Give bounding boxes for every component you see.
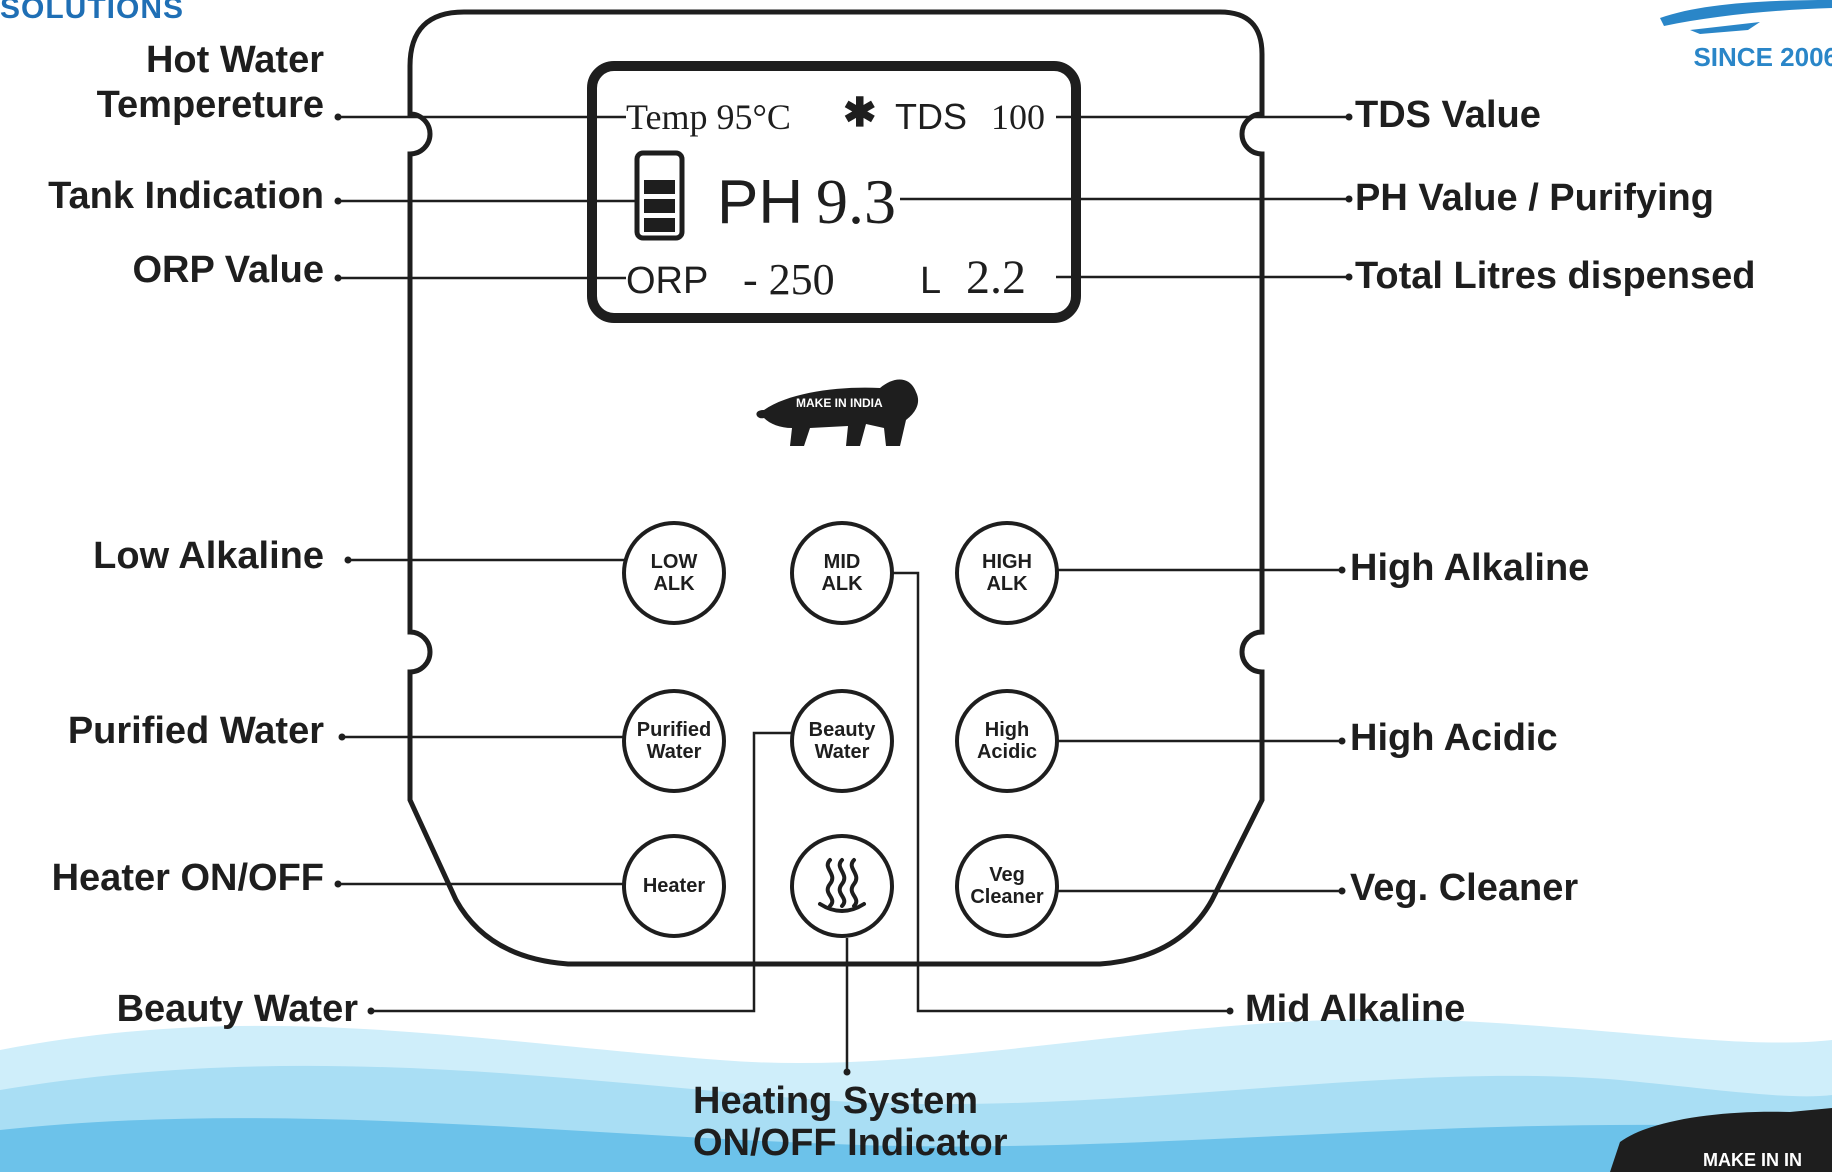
callout-ph-value: PH Value / Purifying [1355, 177, 1714, 219]
mid-alk-button-label: MID ALK [821, 551, 863, 595]
brand-swoosh-logo [1660, 0, 1832, 34]
lcd-tds-value: 100 [991, 97, 1045, 137]
callout-mid-alkaline: Mid Alkaline [1245, 988, 1466, 1030]
beauty-water-button-label: Beauty Water [808, 719, 876, 763]
lcd-temperature-readout: Temp 95°C [626, 97, 791, 137]
callout-tank-indication: Tank Indication [48, 175, 324, 217]
heater-button-label: Heater [642, 875, 706, 897]
callout-high-alkaline: High Alkaline [1350, 547, 1590, 589]
veg-cleaner-button-label: Veg Cleaner [970, 864, 1044, 908]
callout-purified-water: Purified Water [67, 710, 324, 752]
callout-orp-value: ORP Value [132, 249, 324, 291]
make-in-india-text: MAKE IN INDIA [796, 396, 883, 410]
beauty-water-button[interactable]: Beauty Water [790, 689, 894, 793]
lcd-litres-value: 2.2 [966, 251, 1026, 304]
lcd-ph-value: 9.3 [816, 166, 896, 237]
purified-water-button-label: Purified Water [636, 719, 712, 763]
background-waves [0, 1018, 1832, 1172]
lcd-orp-label: ORP [626, 260, 709, 302]
leader-dots [334, 113, 1353, 1076]
device-body-outline [407, 9, 1265, 967]
callout-veg-cleaner: Veg. Cleaner [1350, 867, 1579, 909]
heating-indicator-button[interactable] [790, 834, 894, 938]
callout-heater-on-off: Heater ON/OFF [51, 857, 324, 899]
tank-indicator-icon [634, 150, 685, 241]
callout-hot-water-temperature: Hot Water Tempereture [96, 39, 324, 126]
make-in-india-lion-logo [756, 379, 919, 446]
callout-heating-system: Heating System ON/OFF Indicator [693, 1080, 1008, 1164]
lcd-tds-label: TDS [895, 96, 967, 137]
low-alk-button-label: LOW ALK [650, 551, 698, 595]
low-alk-button[interactable]: LOW ALK [622, 521, 726, 625]
lcd-orp-value: - 250 [743, 255, 835, 304]
mid-alk-button[interactable]: MID ALK [790, 521, 894, 625]
heating-waves-icon [818, 858, 866, 913]
high-acidic-button-label: High Acidic [976, 719, 1038, 763]
purified-water-button[interactable]: Purified Water [622, 689, 726, 793]
high-acidic-button[interactable]: High Acidic [955, 689, 1059, 793]
callout-high-acidic: High Acidic [1350, 717, 1558, 759]
callout-low-alkaline: Low Alkaline [93, 535, 324, 577]
callout-tds-value: TDS Value [1355, 94, 1541, 136]
veg-cleaner-button[interactable]: Veg Cleaner [955, 834, 1059, 938]
brand-solutions-text: SOLUTIONS [0, 0, 185, 25]
corner-make-in-india-text: MAKE IN IN [1703, 1150, 1802, 1170]
callout-beauty-water: Beauty Water [116, 988, 358, 1030]
lcd-ph-label: PH [717, 168, 804, 237]
bluetooth-icon: ✱ [843, 91, 877, 135]
lcd-screen-frame [587, 61, 1081, 323]
callout-total-litres: Total Litres dispensed [1355, 255, 1756, 297]
corner-lion-logo [1610, 1108, 1832, 1172]
heater-button[interactable]: Heater [622, 834, 726, 938]
brand-since-text: SINCE 2006 [1693, 42, 1832, 72]
high-alk-button[interactable]: HIGH ALK [955, 521, 1059, 625]
high-alk-button-label: HIGH ALK [982, 551, 1032, 595]
lcd-litres-label: L [920, 260, 942, 302]
